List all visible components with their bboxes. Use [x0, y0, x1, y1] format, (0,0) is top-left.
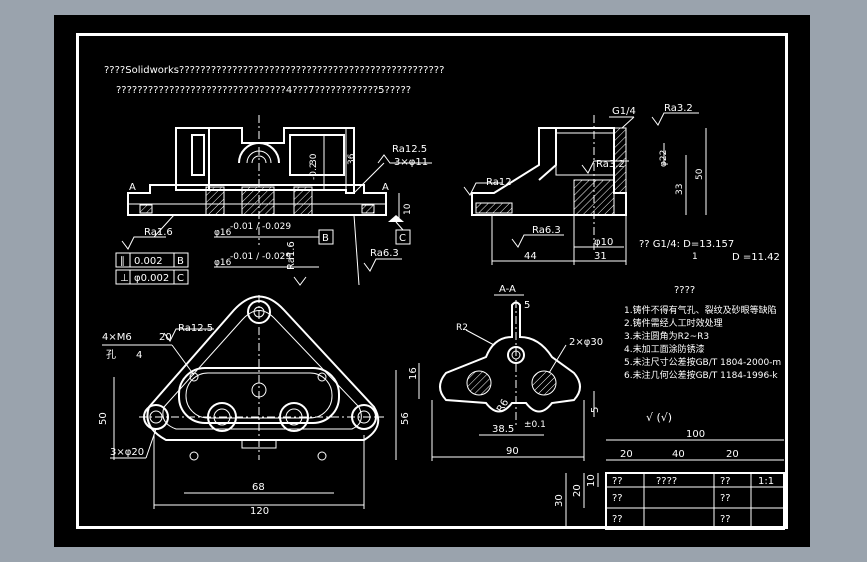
tech-item-3: 3.未注圆角为R2~R3	[624, 330, 709, 342]
sec-dim-16: 16	[408, 367, 419, 380]
dim-36: 36	[347, 153, 357, 165]
dim-50: 50	[695, 168, 705, 180]
thread-note: ?? G1/4: D=13.157	[639, 239, 734, 250]
bore2: φ16	[214, 258, 232, 268]
tb-dim-30: 30	[554, 494, 565, 507]
ra-3-2-mid: Ra3.2	[596, 159, 625, 170]
drawing-border	[76, 33, 788, 529]
sec-dim-385-tol: ±0.1	[524, 420, 546, 430]
holes-3x11: 3×φ11	[394, 157, 428, 168]
corner-3x20: 3×φ20	[110, 447, 144, 458]
tap-4xm6: 4×M6	[102, 332, 132, 343]
title-block: 100 20 40 20 ?? ???? ?? 1:1 ?? ?? ?? ?? …	[554, 429, 785, 530]
bore2-tol: -0.01 / -0.029	[230, 252, 291, 262]
dim-30-tol: -0.2	[309, 162, 319, 180]
tech-item-5: 5.未注尺寸公差按GB/T 1804-2000-m	[624, 356, 781, 368]
datum-b: B	[322, 233, 329, 244]
ra-1-6-mid: Ra1.6	[286, 241, 297, 270]
tol-parallel-val: 0.002	[134, 256, 163, 267]
tol-parallel-datum: B	[177, 256, 184, 267]
tech-item-4: 4.未加工面涂防锈漆	[624, 343, 705, 355]
tb-dim-40: 40	[672, 449, 685, 460]
ra-3-2-top: Ra3.2	[664, 103, 693, 114]
section-a-left: A	[129, 182, 136, 193]
bore1: φ16	[214, 228, 232, 238]
tol-perp-sym: ⊥	[120, 273, 129, 284]
section-view: A-A 5 R2 2×φ30 16 R6 5 38.5 ±0.1 90	[408, 284, 603, 461]
sec-dim-5b: 5	[590, 407, 601, 413]
tol-perp-datum: C	[177, 273, 184, 284]
cad-drawing: ????Solidworks??????????????????????????…	[98, 65, 785, 530]
dim-33: 33	[675, 184, 685, 195]
top-ra-12-5: Ra12.5	[178, 323, 213, 334]
top-dim-50: 50	[98, 412, 109, 425]
tech-title: ????	[674, 285, 695, 296]
tb-r2c1: ??	[612, 493, 623, 504]
tb-dim-20a: 20	[620, 449, 633, 460]
roughness-symbols: √ (√)	[646, 411, 672, 424]
tech-item-2: 2.铸件需经人工时效处理	[624, 317, 723, 329]
datum-c: C	[399, 233, 406, 244]
hole-note: 孔	[106, 349, 116, 361]
top-view: 4×M6 20 孔 4 Ra12.5 3×φ20 50 56 68 120	[98, 295, 411, 517]
top-dim-120: 120	[250, 506, 269, 517]
section-title: A-A	[499, 284, 516, 295]
sec-dim-90: 90	[506, 446, 519, 457]
sec-r2: R2	[456, 323, 468, 333]
hole-depth: 4	[136, 350, 142, 361]
dim-44: 44	[524, 251, 537, 262]
tech-item-6: 6.未注几何公差按GB/T 1184-1996-k	[624, 369, 778, 381]
drawing-viewport[interactable]: ????Solidworks??????????????????????????…	[54, 15, 810, 547]
tb-r1c1: ??	[612, 476, 623, 487]
section-a-right: A	[382, 182, 389, 193]
dim-30: 30	[309, 153, 319, 165]
top-dim-68: 68	[252, 482, 265, 493]
g14-label: G1/4	[612, 106, 636, 117]
ra-6-3: Ra6.3	[370, 248, 399, 259]
bore1-tol: -0.01 / -0.029	[230, 222, 291, 232]
side-ra-6-3: Ra6.3	[532, 225, 561, 236]
tol-perp-val: φ0.002	[134, 273, 169, 284]
tb-dim-20b: 20	[726, 449, 739, 460]
side-view: G1/4 Ra3.2 Ra3.2 Ra12 φ22 33 50 Ra6.3 φ1…	[463, 103, 780, 265]
tb-dim-10: 10	[586, 474, 597, 487]
note-line-2: ????????????????????????????????4???7???…	[116, 85, 411, 96]
tb-r2c3: ??	[720, 493, 731, 504]
ra-12: Ra12	[486, 177, 512, 188]
tb-r1c2: ????	[656, 476, 677, 487]
tb-r3c1: ??	[612, 514, 623, 525]
top-dim-56: 56	[400, 412, 411, 425]
sec-dim-5: 5	[524, 300, 530, 311]
dim-31: 31	[594, 251, 607, 262]
sec-holes: 2×φ30	[569, 337, 603, 348]
note-line-1: ????Solidworks??????????????????????????…	[104, 65, 444, 76]
tb-r1c4: 1:1	[758, 476, 774, 487]
thread-note-2: D =11.42	[732, 252, 780, 263]
tb-dim-100: 100	[686, 429, 705, 440]
front-view: A A 30 -0.2 36 10 Ra12.5 3×φ11 φ16 -0.01…	[115, 115, 432, 286]
tech-requirements: ???? 1.铸件不得有气孔、裂纹及砂眼等缺陷 2.铸件需经人工时效处理 3.未…	[624, 285, 781, 424]
tb-r3c3: ??	[720, 514, 731, 525]
sec-dim-385: 38.5	[492, 424, 514, 435]
phi-10: φ10	[594, 237, 613, 248]
tb-r1c3: ??	[720, 476, 731, 487]
dim-10: 10	[403, 203, 413, 215]
ra-12-5: Ra12.5	[392, 144, 427, 155]
tap-depth: 20	[159, 332, 172, 343]
thread-note-sub: 1	[692, 252, 698, 262]
tol-parallel-sym: ∥	[120, 256, 125, 267]
tb-dim-20c: 20	[572, 484, 583, 497]
tech-item-1: 1.铸件不得有气孔、裂纹及砂眼等缺陷	[624, 304, 777, 316]
phi-22: φ22	[659, 150, 669, 167]
